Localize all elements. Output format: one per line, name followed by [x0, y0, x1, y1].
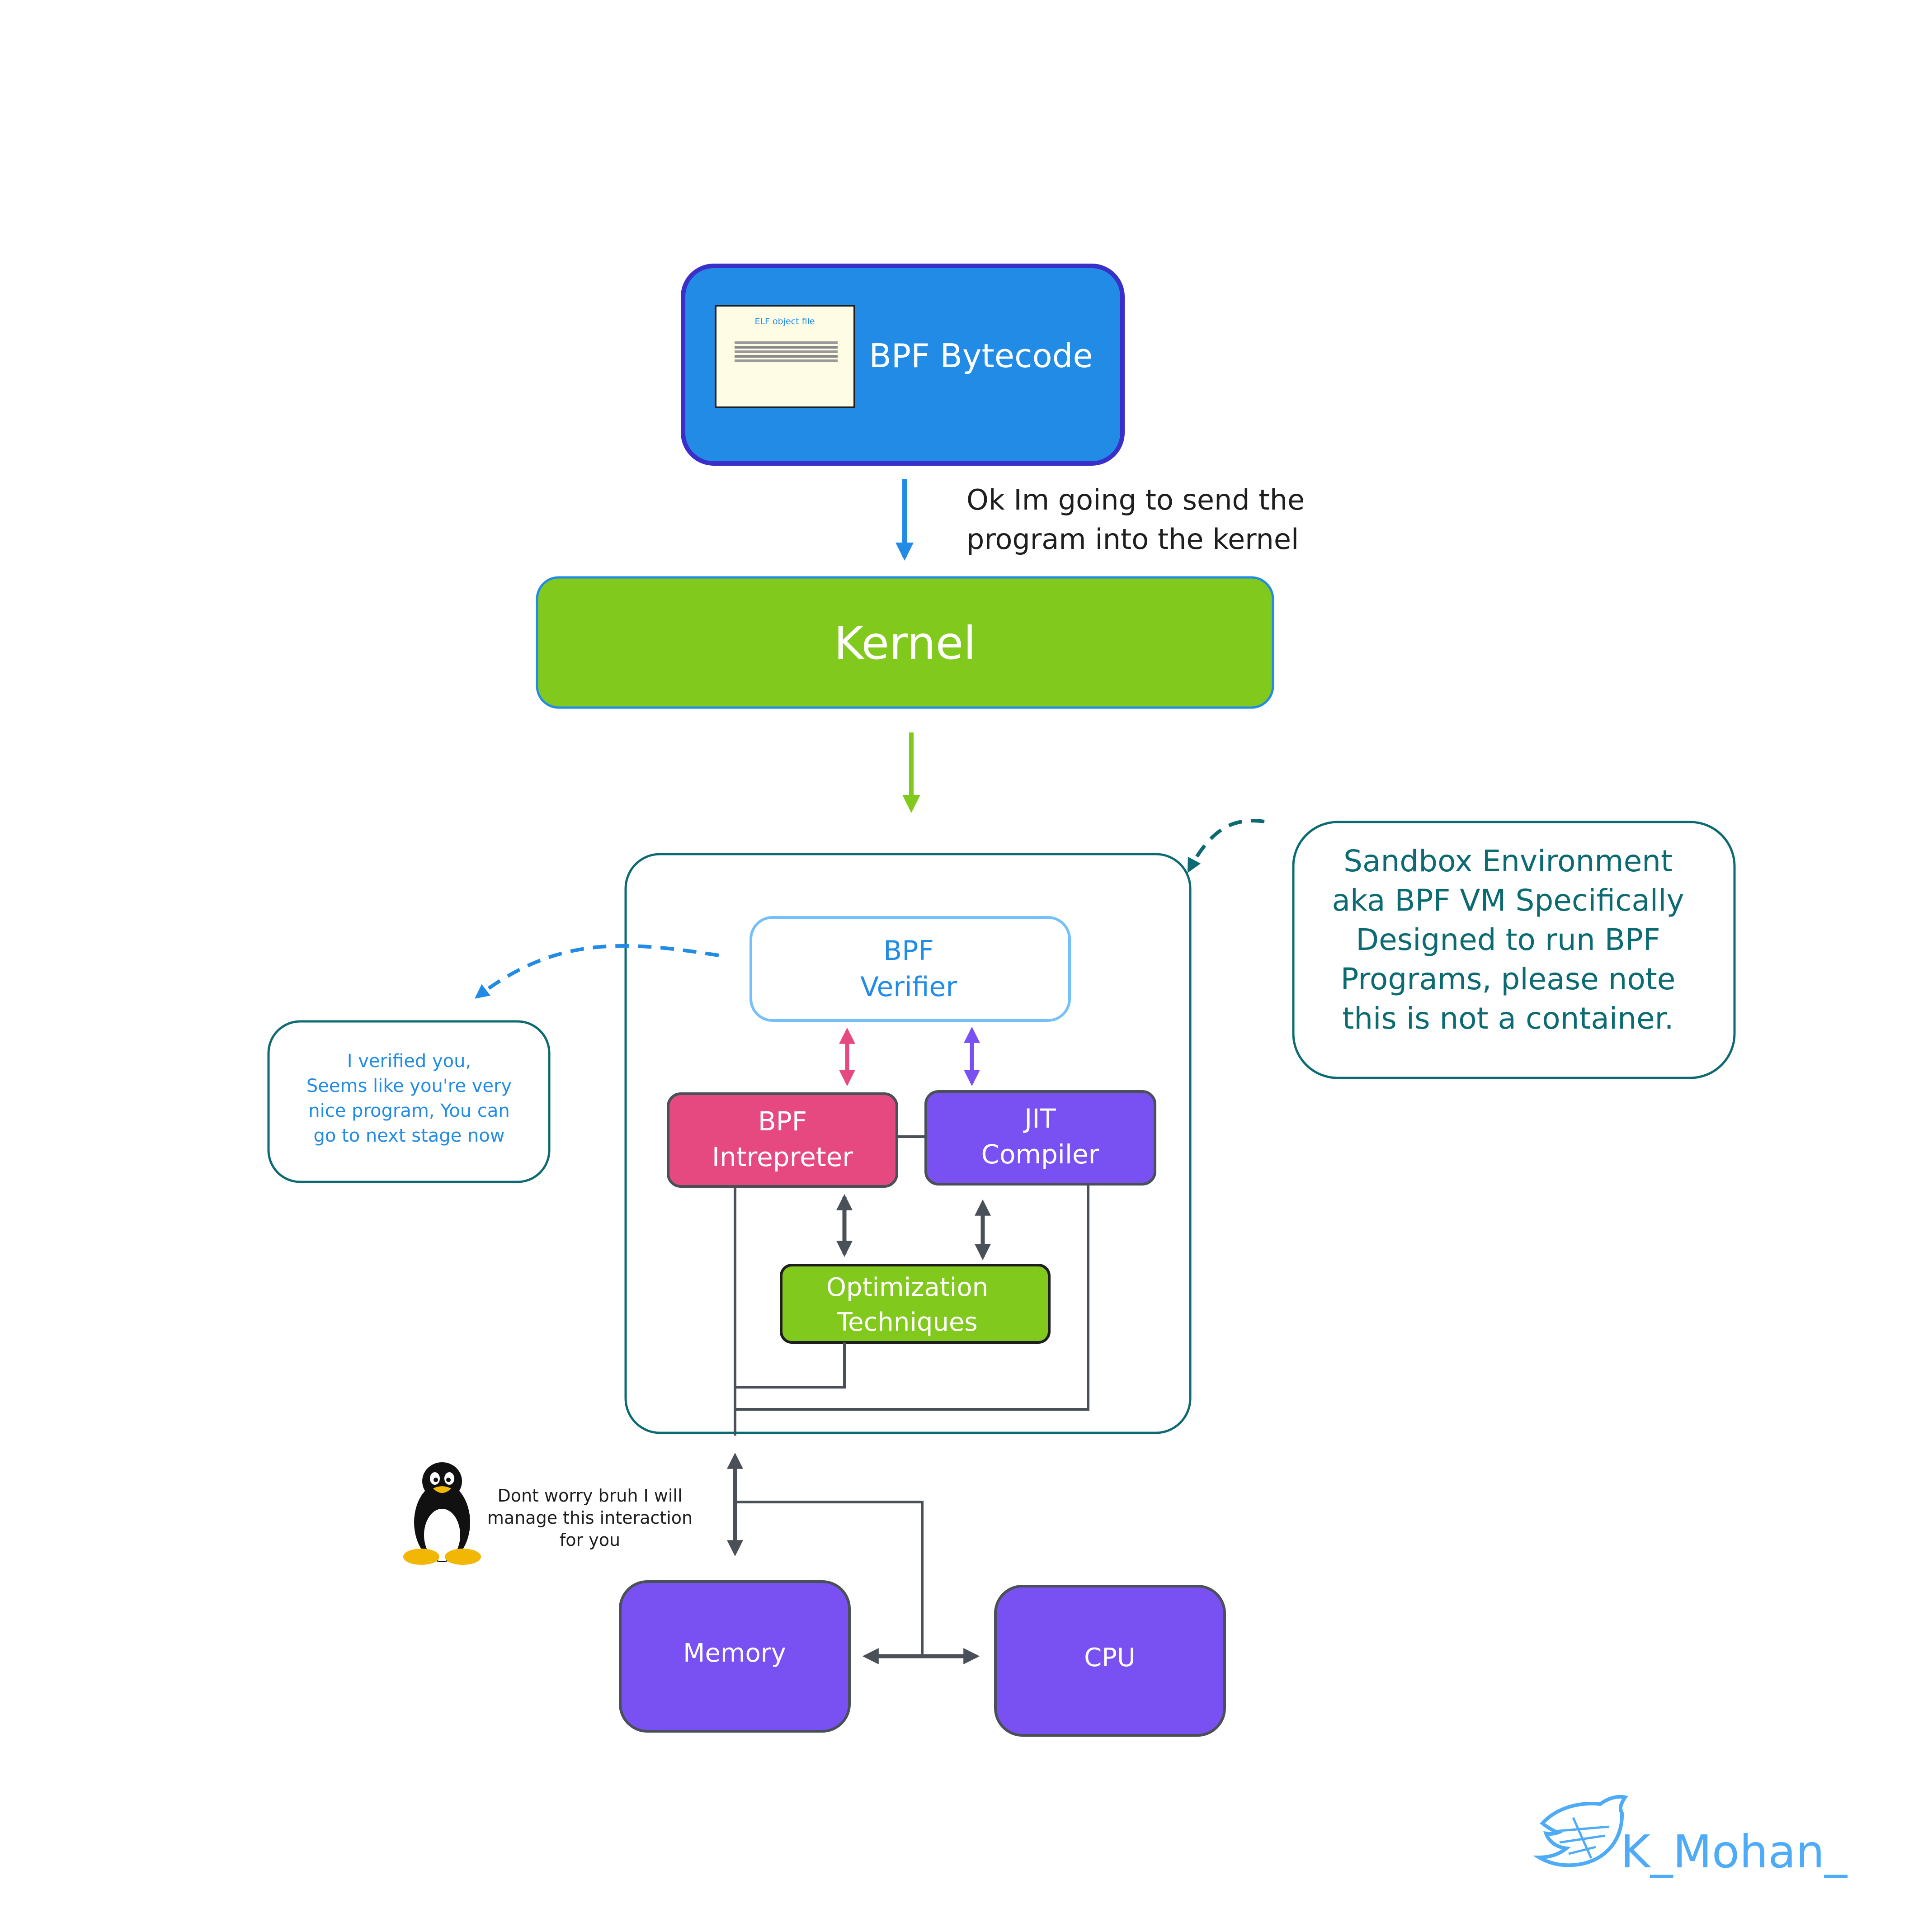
note-verified-line1: I verified you, [347, 1051, 471, 1072]
note-sandbox-line5: this is not a container. [1342, 1001, 1673, 1036]
note-verified-line2: Seems like you're very [306, 1076, 512, 1096]
note-sandbox-line1: Sandbox Environment [1343, 844, 1673, 879]
kernel-node: Kernel [536, 576, 1274, 709]
elf-object-file-card: ELF object file [715, 305, 855, 408]
tux-penguin-icon [403, 1462, 481, 1565]
optimization-box [780, 1264, 1051, 1344]
watermark-handle: K_Mohan_ [1621, 1825, 1848, 1878]
watermark: K_Mohan_ [1532, 1795, 1848, 1878]
bpf-verifier-node: BPF Verifier [749, 916, 1071, 1022]
jit-compiler-box [924, 1090, 1156, 1186]
twitter-bird-icon [1532, 1795, 1628, 1867]
jit-compiler-line2: Compiler [981, 1139, 1099, 1170]
note-verified: I verified you, Seems like you're very n… [267, 1020, 551, 1183]
note-sandbox-line4: Programs, please note [1341, 962, 1676, 997]
note-kernel-send-line2: program into the kernel [966, 523, 1299, 556]
optimization-line2: Techniques [836, 1308, 977, 1337]
note-linux-line2: manage this interaction [487, 1508, 693, 1528]
optimization-node: Optimization Techniques [780, 1264, 1051, 1344]
note-linux: Dont worry bruh I will manage this inter… [403, 1462, 693, 1565]
cpu-label: CPU [1084, 1643, 1136, 1672]
arrow-verifier-note [474, 944, 719, 999]
note-linux-line1: Dont worry bruh I will [497, 1486, 682, 1506]
note-verified-line3: nice program, You can [308, 1101, 509, 1121]
bpf-interpreter-box [667, 1092, 898, 1188]
bpf-verifier-line1: BPF [883, 935, 934, 967]
note-sandbox-line2: aka BPF VM Specifically [1332, 883, 1684, 918]
bpf-interpreter-line1: BPF [758, 1106, 807, 1137]
jit-compiler-node: JIT Compiler [924, 1090, 1156, 1186]
memory-box [619, 1580, 851, 1733]
connector-bus-to-cpu-link [735, 1501, 924, 1656]
sandbox-container [624, 853, 1192, 1434]
jit-compiler-line1: JIT [1023, 1103, 1056, 1134]
note-verified-box [267, 1020, 551, 1183]
note-kernel-send-line1: Ok Im going to send the [966, 483, 1305, 516]
note-sandbox-line3: Designed to run BPF [1356, 922, 1660, 957]
memory-label: Memory [683, 1639, 786, 1668]
bpf-bytecode-node: ELF object file BPF Bytecode [681, 264, 1125, 466]
note-verified-line4: go to next stage now [313, 1125, 504, 1146]
bpf-verifier-line2: Verifier [860, 971, 957, 1003]
arrow-sandbox-note [1187, 819, 1265, 873]
optimization-line1: Optimization [826, 1273, 988, 1302]
connector-execution-bus [734, 1184, 1089, 1436]
note-sandbox-box [1292, 821, 1736, 1079]
bpf-bytecode-label: BPF Bytecode [869, 337, 1093, 375]
note-kernel-send: Ok Im going to send the program into the… [966, 483, 1305, 556]
note-sandbox-description: Sandbox Environment aka BPF VM Specifica… [1292, 821, 1736, 1079]
memory-node: Memory [619, 1580, 851, 1733]
bpf-interpreter-node: BPF Intrepreter [667, 1092, 898, 1188]
cpu-box [994, 1585, 1226, 1737]
kernel-label: Kernel [834, 617, 976, 670]
elf-card-title: ELF object file [754, 316, 815, 326]
elf-card-hexdump [735, 341, 838, 362]
bpf-verifier-box [749, 916, 1071, 1022]
bpf-interpreter-line2: Intrepreter [712, 1142, 853, 1172]
kernel-box [536, 576, 1274, 709]
note-linux-line3: for you [560, 1530, 620, 1550]
cpu-node: CPU [994, 1585, 1226, 1737]
